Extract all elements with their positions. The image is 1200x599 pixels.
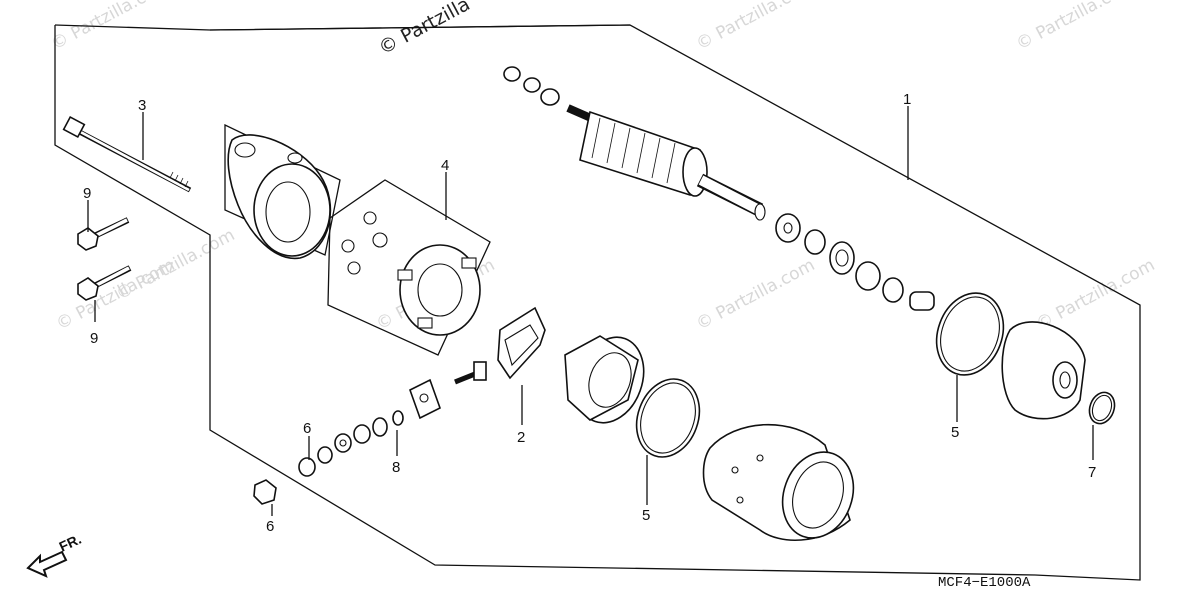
watermark: © Partzilla.com <box>693 0 818 54</box>
diagram-code: MCF4−E1000A <box>938 575 1031 591</box>
washer-set-right <box>775 213 935 311</box>
callout-9-upper: 9 <box>83 185 91 202</box>
brush-holder-assembly <box>327 179 491 356</box>
callout-4: 4 <box>441 157 449 174</box>
rear-cover <box>224 123 341 260</box>
watermark: © Partzilla.com <box>693 255 818 334</box>
arrow-icon <box>26 550 68 578</box>
o-ring-small <box>1088 391 1116 425</box>
terminal-bolt <box>409 361 487 420</box>
callout-7: 7 <box>1088 464 1096 481</box>
callout-9-lower: 9 <box>90 330 98 347</box>
callout-6-upper: 6 <box>303 420 311 437</box>
direction-label: FR. <box>57 531 84 555</box>
callout-3: 3 <box>138 97 146 114</box>
o-ring-right <box>935 292 1005 376</box>
callout-labels: 1 2 3 4 5 5 6 6 7 8 9 9 <box>83 91 1096 535</box>
assembly-outline <box>54 24 1141 581</box>
front-cover <box>1001 321 1086 420</box>
washer-row <box>298 410 404 477</box>
watermark: © Partzilla.com <box>53 255 178 334</box>
leader-lines <box>87 106 1094 516</box>
watermark: © Partzilla.com <box>1013 0 1138 54</box>
nut-lower <box>253 479 277 505</box>
callout-2: 2 <box>517 429 525 446</box>
callout-5-center: 5 <box>642 507 650 524</box>
armature <box>503 66 766 221</box>
callout-1: 1 <box>903 91 911 108</box>
bolt-9-upper <box>77 217 130 251</box>
front-direction-indicator: FR. <box>26 531 84 578</box>
brush-plate <box>564 335 645 424</box>
callout-6-lower: 6 <box>266 518 274 535</box>
motor-case <box>702 423 855 542</box>
o-ring-center <box>635 378 701 458</box>
brush-terminal <box>497 306 546 380</box>
bolt-9-lower <box>77 265 132 301</box>
callout-8: 8 <box>392 459 400 476</box>
watermark-top: © Partzilla <box>375 0 474 59</box>
callout-5-right: 5 <box>951 424 959 441</box>
through-bolt <box>62 115 192 193</box>
